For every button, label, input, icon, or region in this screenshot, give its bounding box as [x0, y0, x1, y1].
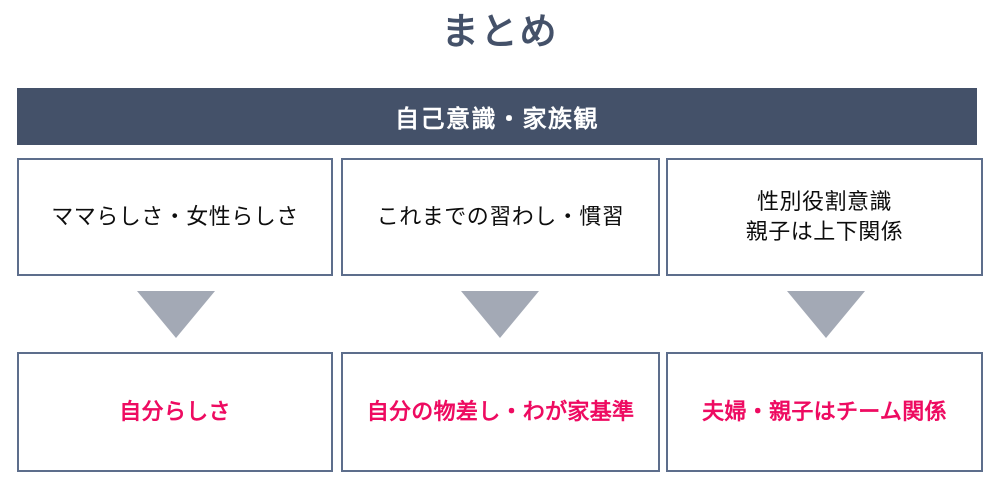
- triangle-down-icon: [137, 291, 215, 338]
- after-box-3: 夫婦・親子はチーム関係: [666, 352, 983, 472]
- after-box-1: 自分らしさ: [17, 352, 333, 472]
- triangle-down-icon: [461, 291, 539, 338]
- after-box-2: 自分の物差し・わが家基準: [341, 352, 660, 472]
- category-header-band: 自己意識・家族観: [17, 88, 977, 145]
- before-box-1: ママらしさ・女性らしさ: [17, 158, 333, 276]
- after-box-3-label: 夫婦・親子はチーム関係: [702, 399, 947, 425]
- before-box-3-label: 性別役割意識 親子は上下関係: [745, 189, 904, 244]
- triangle-down-icon: [787, 291, 865, 338]
- before-box-1-label: ママらしさ・女性らしさ: [51, 204, 299, 230]
- before-box-3: 性別役割意識 親子は上下関係: [666, 158, 983, 276]
- category-header-label: 自己意識・家族観: [395, 106, 599, 133]
- page-title: まとめ: [441, 11, 559, 52]
- after-box-2-label: 自分の物差し・わが家基準: [366, 399, 635, 425]
- after-box-1-label: 自分らしさ: [119, 399, 231, 425]
- before-box-2: これまでの習わし・慣習: [341, 158, 660, 276]
- before-box-2-label: これまでの習わし・慣習: [376, 204, 625, 230]
